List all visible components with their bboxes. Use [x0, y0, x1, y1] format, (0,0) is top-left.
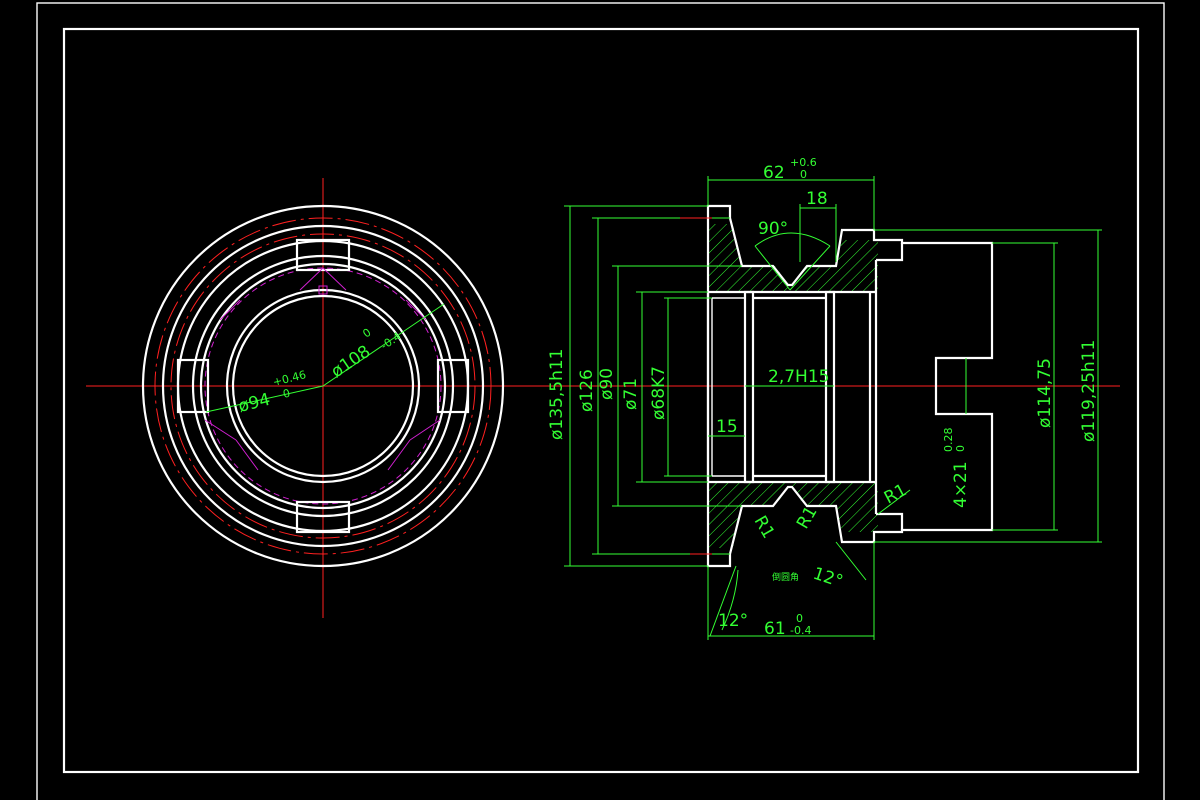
slot-right: [436, 358, 470, 414]
dim-angle-90: 90°: [758, 219, 788, 239]
dim-line-d94: [205, 385, 324, 413]
groove-right: [824, 290, 836, 484]
red-circle-outer: [154, 217, 492, 555]
step-upper: [876, 243, 904, 262]
dim-width-62-tol-dn: 0: [800, 168, 807, 181]
slot-bottom: [295, 500, 351, 534]
dim-d114: ø114,75: [1035, 358, 1055, 428]
dim-r1-a: R1: [750, 513, 779, 543]
dim-d126: ø126: [577, 369, 597, 412]
inner-frame: [62, 27, 1140, 774]
dim-d108-tol-dn: -0.4: [378, 330, 403, 353]
bore-circle-outer: [225, 288, 421, 484]
dim-groove-h15: 2,7H15: [768, 367, 829, 387]
dim-slot-tol-up: 0.28: [942, 428, 955, 453]
dim-d68: ø68K7: [649, 366, 669, 420]
dim-width-62: 62: [763, 163, 785, 183]
dim-width-62-tol-up: +0.6: [790, 156, 817, 169]
dim-len-15: 15: [716, 417, 738, 437]
dim-d119: ø119,25h11: [1079, 340, 1099, 442]
angle-90-arc: [754, 232, 831, 247]
dim-d71: ø71: [621, 378, 641, 410]
slot-top: [295, 238, 351, 272]
profile-top: [706, 204, 994, 568]
note-chamfer: 倒圆角: [772, 571, 799, 583]
end-view: ø94 +0.46 0 ø108 0 -0.4: [86, 178, 562, 618]
dim-line-d108: [322, 303, 445, 387]
circle-4: [191, 254, 455, 518]
dim-width-61-tol-up: 0: [796, 612, 803, 625]
dim-r1-right: R1: [881, 480, 910, 508]
hatch-top: [708, 224, 878, 292]
outer-frame: [36, 2, 1165, 800]
hatch-bottom: [708, 482, 878, 548]
circle-2: [161, 224, 485, 548]
dim-d108: ø108: [328, 342, 375, 383]
dim-r1-b: R1: [793, 503, 822, 533]
dim-d94-tol-dn: 0: [282, 387, 292, 401]
dim-slot: 4×21: [951, 461, 971, 508]
dim-width-61-tol-dn: -0.4: [790, 624, 811, 637]
dim-d135: ø135,5h11: [547, 349, 567, 440]
bore-circle-inner: [231, 294, 415, 478]
dim-width-18: 18: [806, 189, 828, 209]
dim-d108-tol-up: 0: [360, 326, 373, 341]
red-circle-mid: [170, 233, 476, 539]
circle-5: [199, 262, 447, 510]
dim-slot-tol-dn: 0: [954, 445, 967, 452]
magenta-construction: [204, 267, 441, 471]
dim-angle-12a: 12°: [718, 611, 748, 631]
step-lower: [876, 512, 904, 530]
dim-angle-12b: 12°: [810, 564, 845, 592]
dim-width-61: 61: [764, 619, 786, 639]
dim-d94: ø94: [236, 390, 272, 417]
outer-circle: [141, 204, 505, 568]
slot-left: [176, 358, 210, 414]
dim-d90: ø90: [597, 368, 617, 400]
groove-left: [743, 290, 755, 484]
section-view: 90° 62 +0.6 0 18 ø135,5h11 ø126 ø90 ø71: [547, 156, 1120, 640]
